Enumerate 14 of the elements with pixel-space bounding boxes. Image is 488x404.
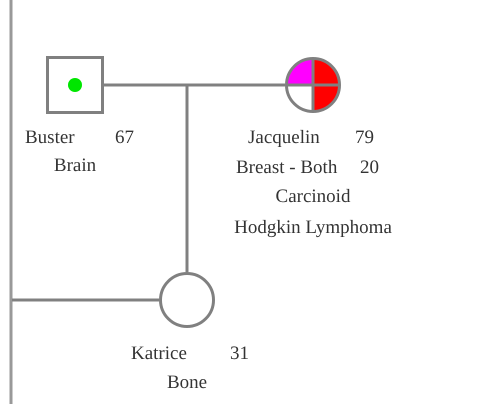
- person-label: Buster: [25, 127, 75, 149]
- person-label: Carcinoid: [276, 186, 350, 208]
- person-label: Bone: [166, 372, 208, 394]
- pedigree-line: [12, 298, 159, 302]
- person-label: 20: [360, 157, 379, 179]
- person-label: 67: [115, 127, 134, 149]
- person-label: Brain: [54, 155, 96, 177]
- pedigree-line: [186, 84, 285, 272]
- person-label: 79: [355, 127, 374, 149]
- person-label: Breast - Both: [236, 157, 338, 179]
- person-label: Hodgkin Lymphoma: [234, 217, 392, 239]
- person-label: Katrice: [131, 343, 187, 365]
- person-label: 31: [230, 343, 249, 365]
- person-label: Jacquelin: [248, 127, 320, 149]
